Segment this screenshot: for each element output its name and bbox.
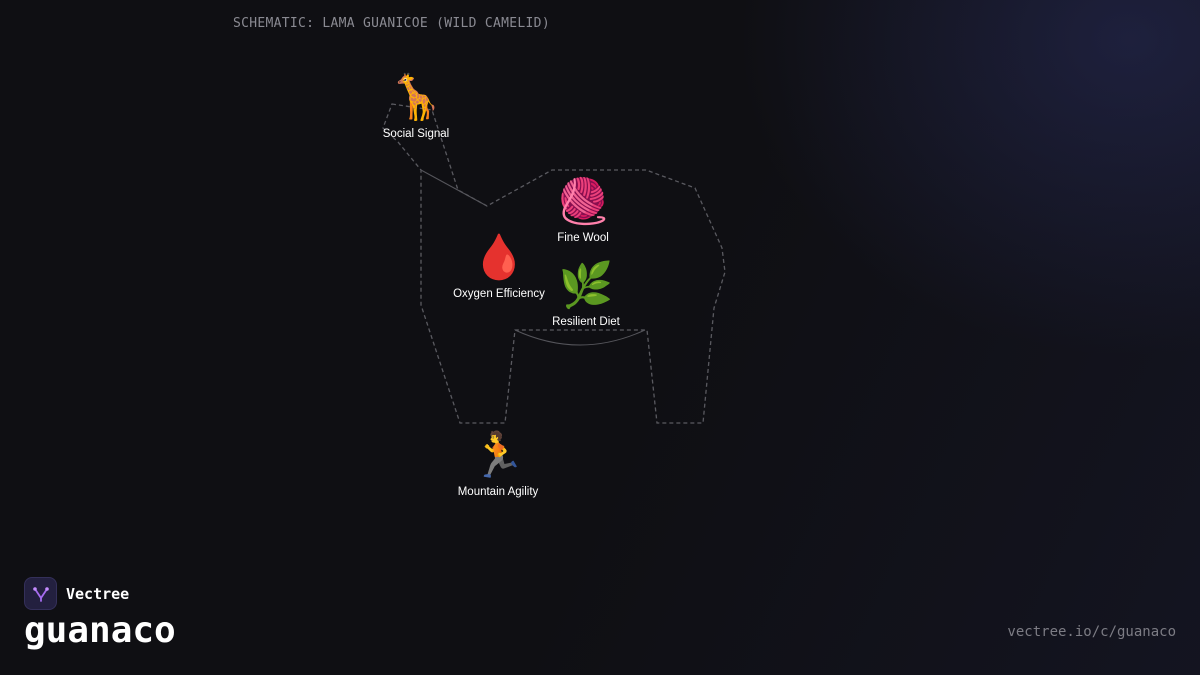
node-label: Social Signal bbox=[382, 128, 450, 140]
page-title: guanaco bbox=[24, 610, 176, 651]
node-oxygen-efficiency: 🩸 Oxygen Efficiency bbox=[429, 232, 569, 301]
camelid-silhouette-outline bbox=[382, 103, 726, 424]
node-label: Fine Wool bbox=[557, 232, 609, 244]
node-label: Mountain Agility bbox=[457, 486, 539, 498]
yarn-ball-icon: 🧶 bbox=[555, 176, 611, 227]
node-resilient-diet: 🌿 Resilient Diet bbox=[516, 260, 656, 329]
brand[interactable]: Vectree bbox=[24, 577, 129, 610]
node-label: Oxygen Efficiency bbox=[453, 288, 545, 300]
belly-curve bbox=[514, 329, 646, 346]
blood-drop-icon: 🩸 bbox=[471, 232, 527, 283]
giraffe-icon: 🦒 bbox=[388, 72, 444, 123]
vectree-logo-icon bbox=[24, 577, 57, 610]
herb-icon: 🌿 bbox=[558, 260, 614, 311]
schematic-title: SCHEMATIC: LAMA GUANICOE (WILD CAMELID) bbox=[233, 16, 550, 31]
node-mountain-agility: 🏃 Mountain Agility bbox=[428, 430, 568, 499]
runner-icon: 🏃 bbox=[470, 430, 526, 481]
page-url-link[interactable]: vectree.io/c/guanaco bbox=[1007, 624, 1176, 640]
node-label: Resilient Diet bbox=[552, 316, 620, 328]
neck-line bbox=[420, 169, 488, 207]
node-social-signal: 🦒 Social Signal bbox=[346, 72, 486, 141]
brand-name: Vectree bbox=[66, 584, 130, 603]
node-fine-wool: 🧶 Fine Wool bbox=[513, 176, 653, 245]
